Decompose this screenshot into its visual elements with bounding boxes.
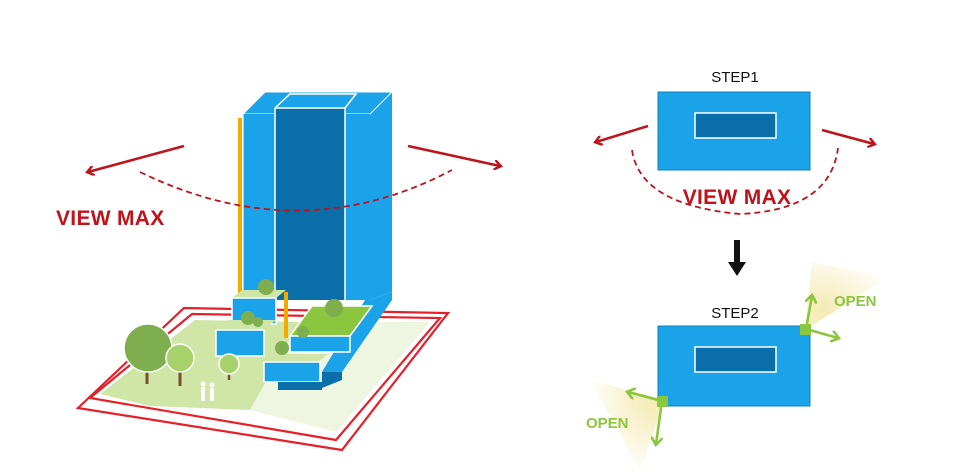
people-figures [200, 381, 215, 401]
trees [123, 279, 343, 386]
step1-title: STEP1 [711, 69, 759, 86]
view-arrow-left [88, 144, 185, 172]
step2-title: STEP2 [711, 305, 759, 322]
step1-core [694, 112, 777, 139]
step2-plan [657, 324, 811, 407]
open-glow-top [805, 262, 888, 330]
open-glow-bottom [590, 380, 665, 470]
left-view-max-label: VIEW MAX [56, 207, 165, 230]
step2-core [694, 346, 777, 373]
step1-arrow-right [821, 128, 874, 144]
open-arrow-bottom-down [656, 400, 664, 444]
open-arrows-top [804, 296, 838, 338]
step1-arrow-left [596, 124, 649, 142]
step1-view-arrows [596, 124, 874, 215]
open-arrow-bottom-left [628, 392, 663, 403]
left-view-arrows [88, 144, 500, 212]
step1-view-max-label: VIEW MAX [683, 186, 792, 209]
view-arc-left [139, 169, 453, 212]
open-arrow-top-up [804, 296, 812, 330]
view-arrow-right [407, 144, 500, 166]
step1-view-arc [631, 147, 839, 215]
open-label-top: OPEN [834, 293, 877, 310]
open-arrow-top-right [805, 327, 838, 338]
corner-opening-top [800, 324, 811, 335]
step1-plan [657, 91, 811, 171]
step-down-arrow [728, 240, 746, 276]
open-label-bottom: OPEN [586, 415, 629, 432]
open-arrows-bottom [628, 392, 664, 444]
